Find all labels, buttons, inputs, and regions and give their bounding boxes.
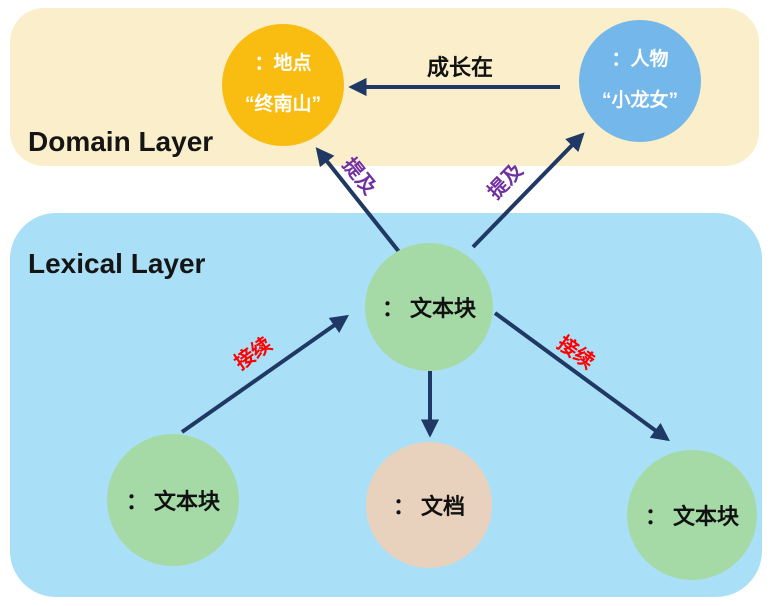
edge-mention-right-arrow	[471, 132, 585, 249]
edge-follow-right-arrow	[493, 311, 670, 442]
edge-follow-left-arrow	[180, 314, 350, 434]
domain-layer-label: Domain Layer	[28, 126, 214, 157]
node-text-chunk-left-label: ： 文本块	[125, 489, 221, 514]
node-person: ：人物 “小龙女”	[579, 20, 701, 142]
node-text-chunk-center: ： 文本块	[365, 243, 493, 371]
node-text-chunk-center-label: ： 文本块	[381, 296, 477, 321]
edge-label-grow: 成长在	[426, 55, 494, 80]
node-text-chunk-left: ： 文本块	[107, 434, 239, 566]
node-text-chunk-right: ： 文本块	[627, 450, 757, 580]
node-document: ： 文档	[366, 442, 492, 568]
node-place: ：地点 “终南山”	[222, 24, 344, 146]
edge-mention-left-arrow	[315, 147, 402, 255]
node-person-value: “小龙女”	[601, 90, 678, 111]
node-place-type: ：地点	[254, 53, 312, 75]
lexical-layer-label: Lexical Layer	[28, 248, 206, 279]
node-text-chunk-right-label: ： 文本块	[644, 504, 740, 529]
node-document-label: ： 文档	[392, 494, 466, 519]
node-person-type: ：人物	[611, 49, 669, 71]
node-place-value: “终南山”	[244, 94, 321, 115]
